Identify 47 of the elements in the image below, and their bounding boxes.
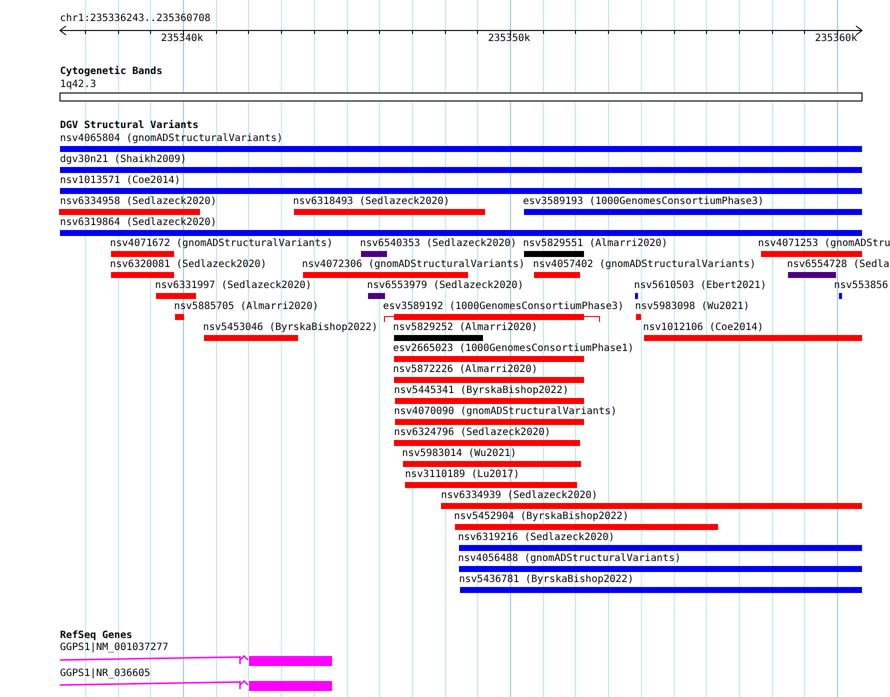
track-title: Cytogenetic Bands: [60, 66, 162, 78]
variant-label: nsv5983014 (Wu2021): [402, 448, 516, 460]
variant-label: nsv4072306 (gnomADStructuralVariants): [302, 259, 525, 271]
tick-label: 235360k: [815, 33, 858, 45]
variant-label: nsv6334958 (Sedlazeck2020): [60, 196, 217, 208]
variant-label: nsv6318493 (Sedlazeck2020): [293, 196, 450, 208]
variant-label: nsv4057402 (gnomADStructuralVariants): [533, 259, 756, 271]
variant-label: nsv4065804 (gnomADStructuralVariants): [60, 133, 283, 145]
band-label: 1q42.3: [60, 79, 96, 91]
coordinate-label: chr1:235336243..235360708: [60, 13, 211, 25]
variant-label: nsv1012106 (Coe2014): [643, 322, 764, 334]
variant-label: nsv5445341 (ByrskaBishop2022): [394, 385, 569, 397]
variant-label: esv2665023 (1000GenomesConsortiumPhase1): [393, 343, 634, 355]
variant-label: nsv5436781 (ByrskaBishop2022): [459, 574, 634, 586]
variant-label: nsv5885705 (Almarri2020): [174, 301, 318, 313]
variant-label: nsv4071672 (gnomADStructuralVariants): [110, 238, 333, 250]
variant-label: nsv3110189 (Lu2017): [405, 469, 520, 481]
tick-label: 235340k: [161, 33, 204, 45]
variant-label: nsv5829252 (Almarri2020): [393, 322, 538, 334]
variant-label: nsv6331997 (Sedlazeck2020): [155, 280, 312, 292]
track-title: DGV Structural Variants: [60, 120, 198, 132]
variant-label: nsv5872226 (Almarri2020): [393, 364, 538, 376]
gene-label: GGPS1|NM_001037277: [60, 642, 168, 654]
variant-label: nsv5453046 (ByrskaBishop2022): [203, 322, 378, 334]
variant-label: nsv6320081 (Sedlazeck2020): [110, 259, 267, 271]
variant-label: nsv4071253 (gnomADStru: [758, 238, 890, 250]
variant-label: nsv5452904 (ByrskaBishop2022): [454, 511, 629, 523]
gene-label: GGPS1|NR_036605: [60, 668, 150, 680]
variant-label: nsv553856: [834, 280, 888, 292]
variant-label: nsv5610503 (Ebert2021): [634, 280, 766, 292]
variant-label: nsv1013571 (Coe2014): [60, 175, 180, 187]
variant-label: nsv6319864 (Sedlazeck2020): [60, 217, 217, 229]
variant-label: nsv6553979 (Sedlazeck2020): [367, 280, 524, 292]
variant-label: nsv6319216 (Sedlazeck2020): [458, 532, 615, 544]
tick-label: 235350k: [488, 33, 530, 45]
variant-label: esv3589193 (1000GenomesConsortiumPhase3): [523, 196, 764, 208]
variant-label: nsv5983098 (Wu2021): [635, 301, 750, 313]
variant-label: esv3589192 (1000GenomesConsortiumPhase3): [383, 301, 624, 313]
track-title: RefSeq Genes: [60, 630, 132, 642]
variant-label: nsv6334939 (Sedlazeck2020): [441, 490, 598, 502]
variant-label: nsv6540353 (Sedlazeck2020): [360, 238, 517, 250]
variant-label: dgv30n21 (Shaikh2009): [60, 154, 186, 166]
variant-label: nsv4056488 (gnomADStructuralVariants): [458, 553, 681, 565]
variant-label: nsv5829551 (Almarri2020): [523, 238, 668, 250]
variant-label: nsv4070090 (gnomADStructuralVariants): [394, 406, 617, 418]
variant-label: nsv6324796 (Sedlazeck2020): [394, 427, 551, 439]
variant-label: nsv6554728 (Sedla: [787, 259, 890, 271]
